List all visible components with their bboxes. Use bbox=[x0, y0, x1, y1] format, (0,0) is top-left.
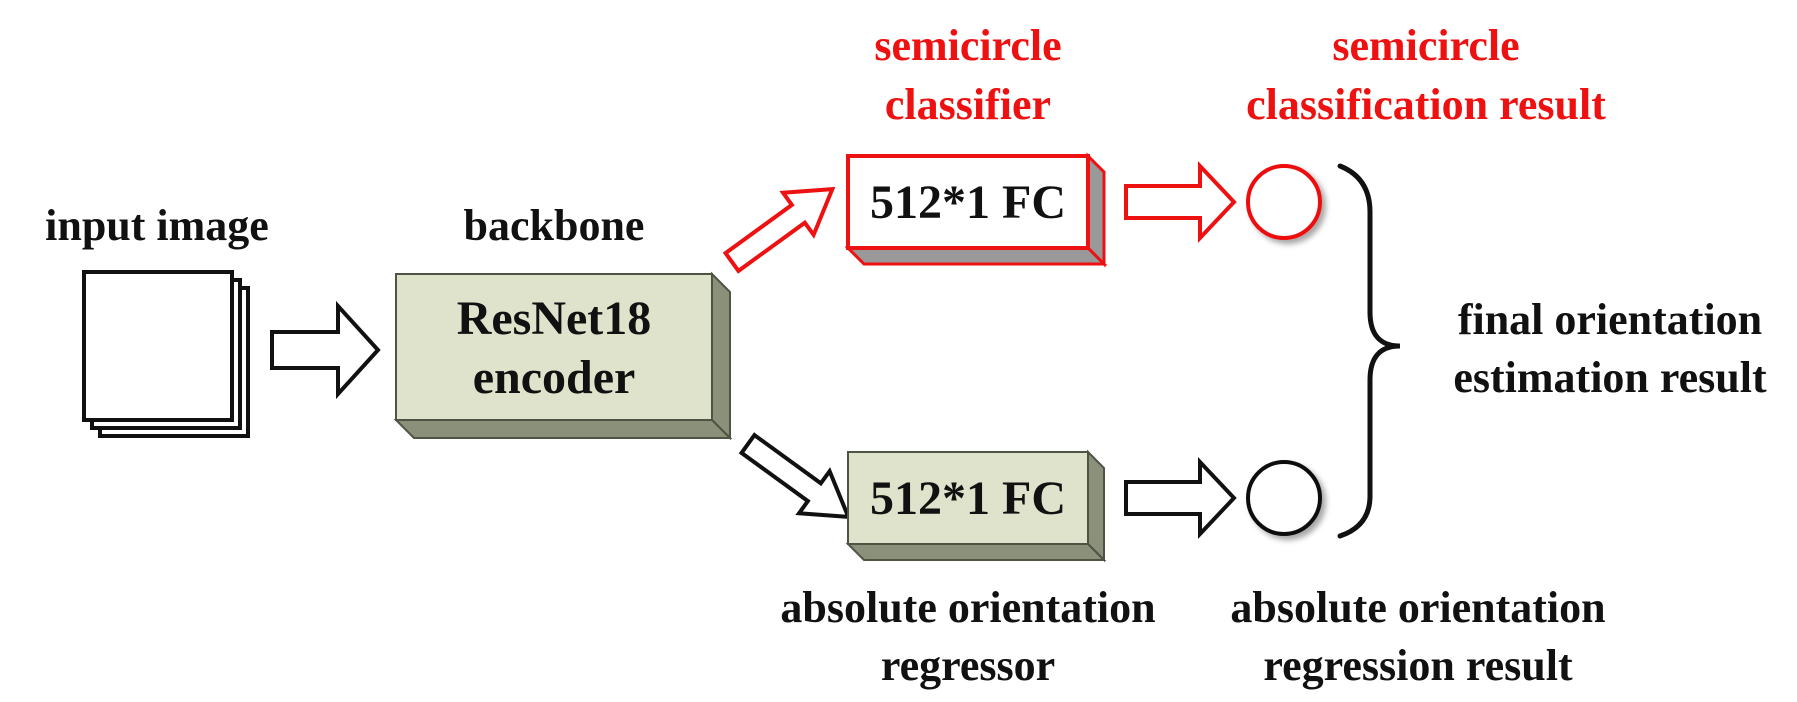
label-backbone: backbone bbox=[464, 201, 645, 250]
backbone-block-bottom-face bbox=[393, 419, 733, 439]
label-semicircle-result-2: classification result bbox=[1246, 80, 1606, 129]
label-semicircle-result-1: semicircle bbox=[1332, 21, 1519, 70]
backbone-block-line-1: ResNet18 bbox=[457, 292, 652, 345]
arrow-classifier-to-result bbox=[1124, 160, 1237, 244]
label-semicircle-classifier-1: semicircle bbox=[874, 21, 1061, 70]
classifier-fc-label: 512*1 FC bbox=[870, 176, 1066, 229]
combine-bracket bbox=[1337, 163, 1401, 539]
label-abs-result-2: regression result bbox=[1263, 641, 1573, 690]
regressor-fc-block: 512*1 FC bbox=[845, 449, 1107, 563]
label-semicircle-classifier-2: classifier bbox=[885, 80, 1051, 129]
regression-result-circle bbox=[1246, 460, 1322, 536]
label-abs-regressor-2: regressor bbox=[881, 641, 1055, 690]
regressor-fc-front-face bbox=[847, 451, 1089, 545]
backbone-block-front-face bbox=[395, 273, 713, 421]
regressor-fc-bottom-face bbox=[845, 543, 1107, 561]
regressor-fc-right-face bbox=[1087, 449, 1105, 563]
arrow-input-to-backbone bbox=[270, 300, 381, 400]
image-layer-front bbox=[82, 270, 234, 422]
label-final-result-1: final orientation bbox=[1458, 295, 1762, 344]
regressor-fc-label: 512*1 FC bbox=[870, 472, 1066, 525]
backbone-block: ResNet18 encoder bbox=[393, 271, 733, 441]
semicircle-result-circle bbox=[1246, 164, 1322, 240]
classifier-fc-bottom-face bbox=[844, 246, 1108, 266]
backbone-block-right-face bbox=[711, 271, 731, 441]
classifier-fc-right-face bbox=[1086, 152, 1106, 268]
arrow-regressor-to-result bbox=[1124, 456, 1237, 540]
arrow-backbone-to-classifier bbox=[722, 186, 836, 274]
arrow-backbone-to-regressor bbox=[738, 432, 852, 520]
classifier-fc-block: 512*1 FC bbox=[844, 152, 1108, 268]
label-abs-regressor-1: absolute orientation bbox=[780, 583, 1155, 632]
classifier-fc-front-face bbox=[846, 154, 1090, 250]
label-final-result-2: estimation result bbox=[1453, 353, 1767, 402]
label-abs-result-1: absolute orientation bbox=[1230, 583, 1605, 632]
label-input-image: input image bbox=[45, 201, 269, 250]
input-image-stack bbox=[82, 270, 250, 438]
backbone-block-line-2: encoder bbox=[473, 351, 636, 404]
